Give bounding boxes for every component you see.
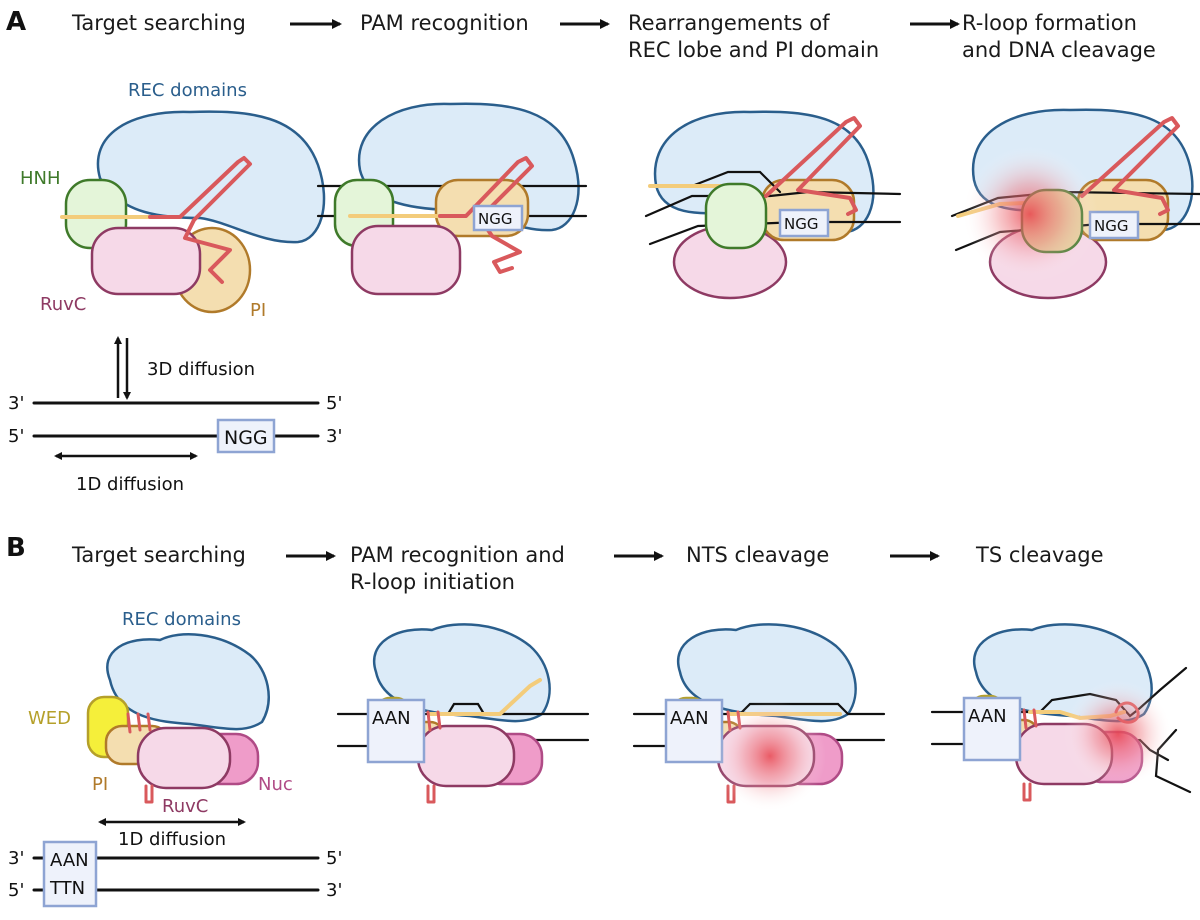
panel-a-cas9-rearranged: NGG: [644, 110, 902, 300]
crrna-tail-shape: [1022, 782, 1032, 802]
panel-b-cas12a-apo: [86, 633, 270, 804]
nuc-label: Nuc: [258, 774, 293, 795]
dna-top-3prime: 3': [8, 393, 24, 414]
sgrna-shape: [1080, 116, 1180, 216]
hnh-domain-shape: [704, 182, 768, 250]
panel-a-cas9-rloop-cleavage: NGG: [950, 108, 1200, 300]
cleavage-glow: [1064, 680, 1172, 788]
sgrna-shape: [148, 156, 252, 284]
pi-label: PI: [250, 300, 266, 321]
panel-b-step-nts-cleavage: NTS cleavage: [686, 543, 829, 567]
diffusion-1d-label-b: 1D diffusion: [118, 829, 226, 850]
crrna-tail-shape: [426, 784, 436, 804]
hnh-label: HNH: [20, 168, 61, 189]
crrna-tail-shape: [144, 784, 154, 804]
rec-domains-label-b: REC domains: [122, 609, 241, 630]
crrna-guide-shape: [428, 678, 542, 716]
crrna-hairpin-shape: [126, 712, 152, 734]
pam-box: [962, 696, 1022, 762]
panel-b-step-pam-line1: PAM recognition and: [350, 543, 565, 567]
panel-a-cas9-pam-recognition: NGG: [316, 102, 588, 296]
wed-label: WED: [28, 708, 71, 729]
panel-a-cas9-apo: [60, 110, 326, 314]
ruvc-domain-shape: [416, 724, 516, 788]
pi-label-b: PI: [92, 774, 108, 795]
panel-b-letter: B: [6, 533, 26, 563]
dna-top-strand: [644, 190, 902, 218]
panel-b-cas12a-ts-cleavage: AAN: [930, 623, 1192, 802]
panel-a-letter: A: [6, 7, 26, 37]
ruvc-label: RuvC: [40, 294, 86, 315]
pam-ngg-text: NGG: [224, 427, 268, 449]
panel-a-step-rearrangements-line2: REC lobe and PI domain: [628, 38, 879, 62]
panel-a-step-rearrangements-line1: Rearrangements of: [628, 11, 830, 35]
panel-b-search-dna: AAN TTN: [32, 818, 320, 908]
rec-lobe-shape: [96, 110, 326, 244]
panel-b-step-ts-cleavage: TS cleavage: [975, 543, 1104, 567]
rec-lobe-shape: [106, 633, 270, 731]
diffusion-1d-label: 1D diffusion: [76, 474, 184, 495]
pam-box: [366, 698, 426, 764]
cleavage-glow: [714, 700, 826, 812]
sgrna-shape: [764, 116, 862, 216]
dna-b-bottom-3prime: 3': [326, 880, 342, 901]
dna-unwound-strand: [690, 170, 782, 194]
dna-bottom-5prime: 5': [8, 426, 24, 447]
panel-b-cas12a-pam-recognition: AAN: [336, 623, 590, 804]
pam-ngg-box: [216, 418, 276, 454]
pam-aan-text: AAN: [372, 708, 411, 729]
cleavage-glow: [962, 146, 1098, 282]
pam-aan-text: AAN: [968, 706, 1007, 727]
pam-aan-text: AAN: [50, 850, 89, 871]
pam-ngg-text: NGG: [478, 210, 512, 228]
dna-b-top-3prime: 3': [8, 848, 24, 869]
panel-a-step-pam-recognition: PAM recognition: [360, 11, 529, 35]
ruvc-domain-shape: [90, 226, 202, 296]
diffusion-3d-label: 3D diffusion: [147, 359, 255, 380]
pam-ngg-box: [778, 208, 830, 238]
panel-a-search-dna: NGG: [32, 336, 320, 460]
panel-a-step-target-searching: Target searching: [71, 11, 246, 35]
ruvc-label-b: RuvC: [162, 796, 208, 817]
pam-ngg-text: NGG: [1094, 217, 1128, 235]
dna-b-bottom-5prime: 5': [8, 880, 24, 901]
pam-ngg-box: [472, 204, 524, 232]
pam-ngg-text: NGG: [784, 215, 818, 233]
pam-aan-text: AAN: [670, 708, 709, 729]
panel-a-step-rloop-line2: and DNA cleavage: [962, 38, 1156, 62]
dna-b-top-5prime: 5': [326, 848, 342, 869]
panel-b-step-pam-line2: R-loop initiation: [350, 570, 515, 594]
crrna-hairpin-shape: [1022, 708, 1038, 730]
dna-unwound-strand: [446, 702, 486, 716]
panel-a-step-rloop-line1: R-loop formation: [962, 11, 1137, 35]
pam-aan-ttn-box: [42, 840, 98, 908]
panel-b-cas12a-nts-cleavage: AAN: [632, 623, 886, 812]
rec-domains-label: REC domains: [128, 80, 247, 101]
ruvc-domain-shape: [136, 726, 232, 790]
pam-ttn-text: TTN: [49, 878, 85, 899]
pam-box: [664, 698, 724, 764]
dna-top-5prime: 5': [326, 393, 342, 414]
dna-bottom-3prime: 3': [326, 426, 342, 447]
panel-b-step-target-searching: Target searching: [71, 543, 246, 567]
crrna-hairpin-shape: [426, 710, 442, 732]
ruvc-domain-shape: [350, 224, 462, 296]
